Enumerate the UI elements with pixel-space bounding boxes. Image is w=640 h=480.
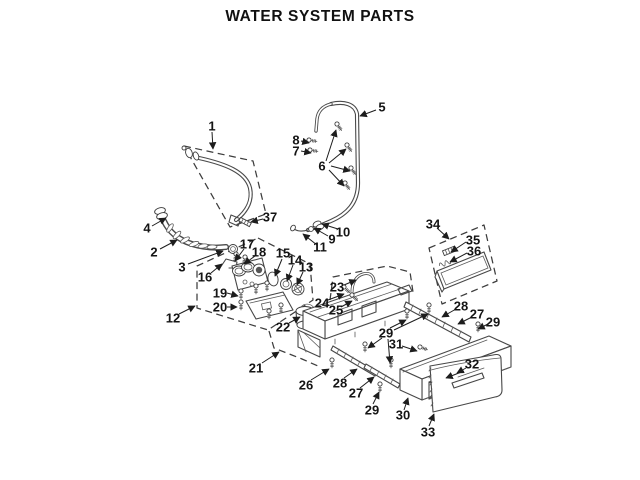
leader-lines bbox=[151, 109, 489, 427]
hose-part1 bbox=[181, 145, 253, 227]
hose-end-parts9-11 bbox=[290, 220, 325, 232]
dashed-box-valve-part12 bbox=[196, 237, 314, 331]
page-title: WATER SYSTEM PARTS bbox=[225, 8, 415, 25]
rail-part27-bottom bbox=[363, 363, 401, 389]
screw-part37 bbox=[238, 216, 252, 228]
hose-part2-assembly bbox=[154, 207, 238, 254]
dispenser-housing-parts23-25 bbox=[302, 272, 413, 345]
dashed-box-part1 bbox=[183, 145, 267, 228]
mount-bracket-parts19-20 bbox=[238, 280, 294, 320]
dashed-outline-housing bbox=[329, 265, 414, 301]
drawer-panel-part33 bbox=[428, 353, 503, 413]
valve-assembly bbox=[219, 251, 305, 296]
handle-assembly-parts34-36 bbox=[434, 245, 492, 293]
dashed-box-handle-part34 bbox=[428, 224, 498, 305]
chute-piece bbox=[297, 329, 321, 358]
